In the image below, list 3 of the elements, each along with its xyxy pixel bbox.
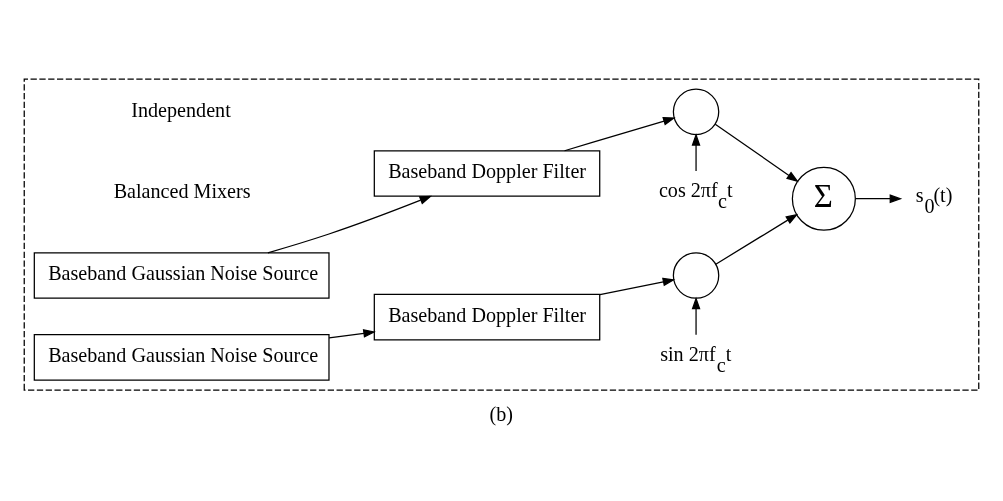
label: Independent: [131, 98, 231, 121]
label: Balanced Mixers: [113, 179, 251, 202]
caption: (b): [489, 402, 514, 425]
